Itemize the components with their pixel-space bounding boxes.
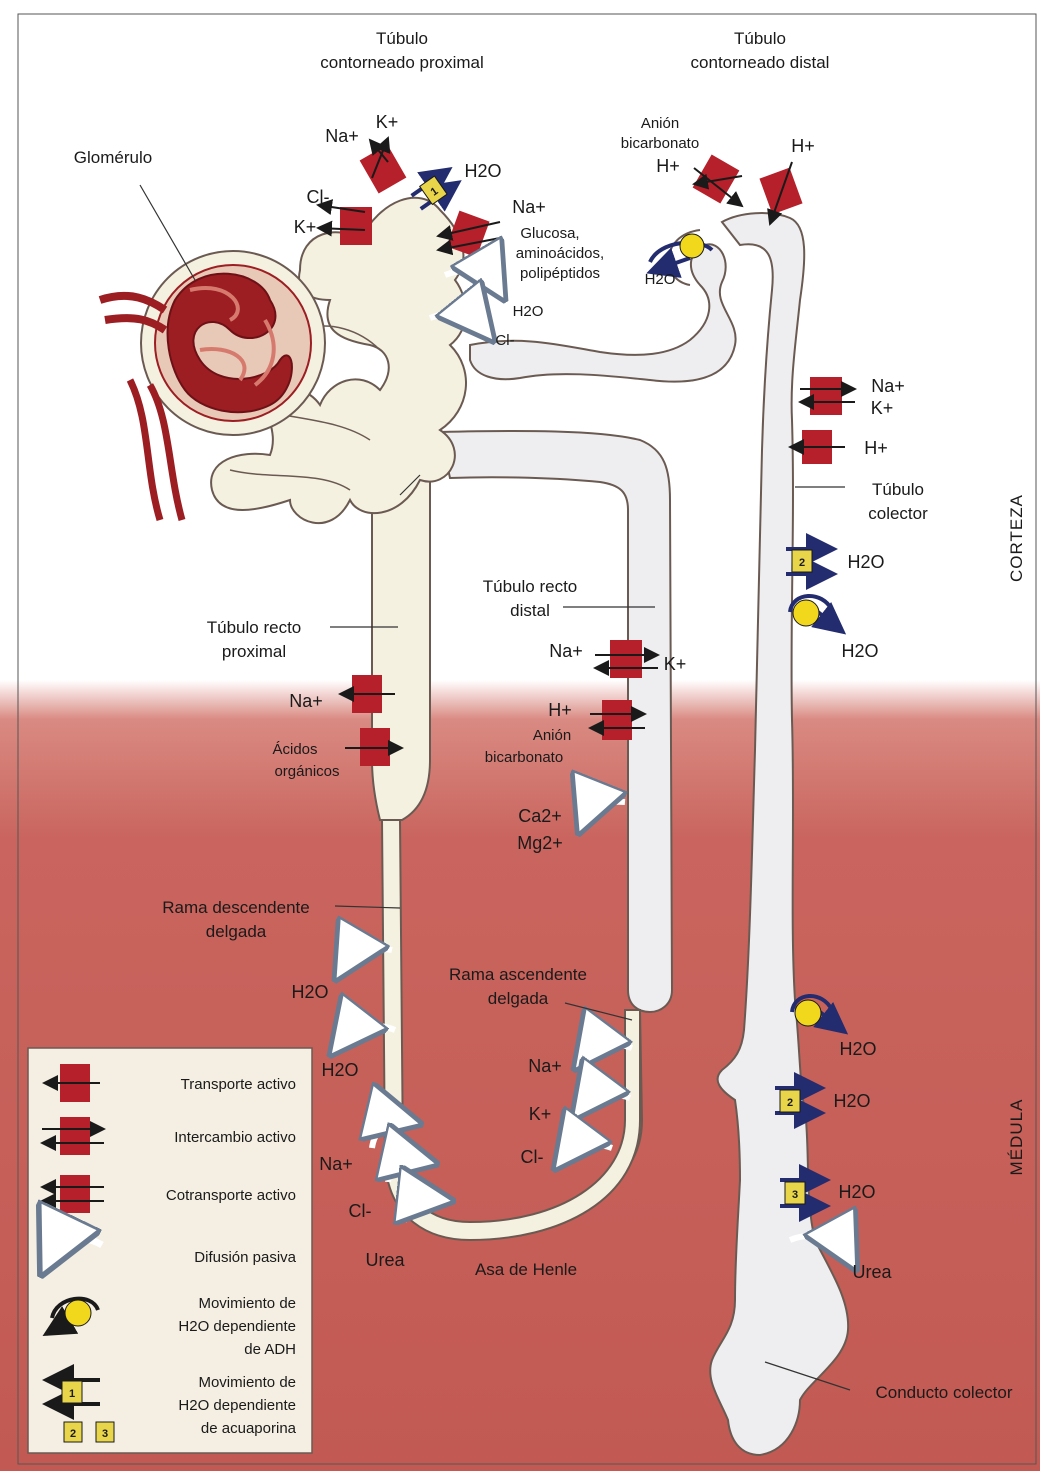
ion-pct-glucosa-2: aminoácidos, — [516, 245, 604, 262]
ion-med-h2o-c: H2O — [838, 1182, 875, 1202]
label-recto-proximal-1: Túbulo recto — [207, 618, 302, 637]
ion-col-na: Na+ — [871, 376, 905, 396]
ion-med-urea: Urea — [852, 1262, 892, 1282]
ion-prox-acidos-2: orgánicos — [274, 763, 339, 780]
ion-desc-h2o-a: H2O — [291, 982, 328, 1002]
legend-label-aqp-1: Movimiento de — [198, 1374, 296, 1391]
label-distal-title-2: contorneado distal — [691, 53, 830, 72]
label-conducto-colector: Conducto colector — [875, 1383, 1012, 1402]
ion-med-h2o-b: H2O — [833, 1091, 870, 1111]
legend-label-cotransporte-activo: Cotransporte activo — [166, 1187, 296, 1204]
ion-pct-cl-b: Cl- — [495, 332, 514, 349]
aquaporin-number-2b: 2 — [787, 1097, 793, 1109]
ion-pct-na2: Na+ — [512, 197, 546, 217]
ion-dct-anion-1: Anión — [641, 115, 679, 132]
ion-desc-h2o-b: H2O — [321, 1060, 358, 1080]
label-rama-desc-1: Rama descendente — [162, 898, 309, 917]
ion-asc-cl: Cl- — [521, 1147, 544, 1167]
ion-med-h2o-a: H2O — [839, 1039, 876, 1059]
ion-pct-glucosa-3: polipéptidos — [520, 265, 600, 282]
label-recto-distal-1: Túbulo recto — [483, 577, 578, 596]
label-rama-asc-2: delgada — [488, 989, 549, 1008]
label-rama-desc-2: delgada — [206, 922, 267, 941]
label-distal-title-1: Túbulo — [734, 29, 786, 48]
transporter-pct-cl-k — [340, 207, 372, 245]
ion-dst-anion-1: Anión — [533, 727, 571, 744]
ion-pct-k2: K+ — [294, 217, 317, 237]
ion-col-h2o-a: H2O — [847, 552, 884, 572]
ion-col-h: H+ — [864, 438, 888, 458]
label-medula: MÉDULA — [1007, 1099, 1026, 1176]
aquaporin-number-3: 3 — [792, 1189, 798, 1201]
label-corteza: CORTEZA — [1007, 494, 1026, 582]
ion-asc-k: K+ — [529, 1104, 552, 1124]
ion-col-h2o-b: H2O — [841, 641, 878, 661]
label-asa-henle: Asa de Henle — [475, 1260, 577, 1279]
legend-aquaporin-number-3: 3 — [102, 1428, 108, 1440]
ion-dct-h2: H+ — [791, 136, 815, 156]
ion-pct-na: Na+ — [325, 126, 359, 146]
transporter-dst-na-k — [610, 640, 642, 678]
ion-dst-na: Na+ — [549, 641, 583, 661]
ion-pct-h2o: H2O — [464, 161, 501, 181]
aquaporin-number-2a: 2 — [799, 557, 805, 569]
legend-label-adh-1: Movimiento de — [198, 1295, 296, 1312]
ion-asc-na: Na+ — [528, 1056, 562, 1076]
label-rama-asc-1: Rama ascendente — [449, 965, 587, 984]
ion-pct-cl: Cl- — [307, 187, 330, 207]
ion-col-k: K+ — [871, 398, 894, 418]
label-recto-distal-2: distal — [510, 601, 550, 620]
ion-dct-h: H+ — [656, 156, 680, 176]
ion-loop-na: Na+ — [319, 1154, 353, 1174]
legend: Transporte activo Intercambio activo Cot… — [28, 1048, 312, 1453]
ion-dst-h: H+ — [548, 700, 572, 720]
legend-aquaporin-number-2: 2 — [70, 1428, 76, 1440]
label-proximal-title-1: Túbulo — [376, 29, 428, 48]
legend-label-aqp-3: de acuaporina — [201, 1420, 297, 1437]
ion-pct-glucosa-1: Glucosa, — [520, 225, 579, 242]
ion-pct-h2o-b: H2O — [513, 303, 544, 320]
ion-dst-anion-2: bicarbonato — [485, 749, 563, 766]
legend-label-transporte-activo: Transporte activo — [181, 1076, 296, 1093]
transporter-dst-h-bicarb — [602, 700, 632, 740]
ion-dst-mg: Mg2+ — [517, 833, 563, 853]
label-proximal-title-2: contorneado proximal — [320, 53, 483, 72]
ion-dst-k: K+ — [664, 654, 687, 674]
legend-label-aqp-2: H2O dependiente — [178, 1397, 296, 1414]
ion-loop-urea: Urea — [365, 1250, 405, 1270]
legend-label-adh-3: de ADH — [244, 1341, 296, 1358]
legend-label-intercambio-activo: Intercambio activo — [174, 1129, 296, 1146]
label-colector-1: Túbulo — [872, 480, 924, 499]
ion-prox-na: Na+ — [289, 691, 323, 711]
ion-loop-cl: Cl- — [349, 1201, 372, 1221]
label-recto-proximal-2: proximal — [222, 642, 286, 661]
legend-label-difusion-pasiva: Difusión pasiva — [194, 1249, 296, 1266]
legend-label-adh-2: H2O dependiente — [178, 1318, 296, 1335]
transporter-col-na-k — [810, 377, 842, 415]
ion-prox-acidos-1: Ácidos — [272, 741, 317, 758]
ion-dst-ca: Ca2+ — [518, 806, 562, 826]
legend-aquaporin-number-1: 1 — [69, 1388, 75, 1400]
ion-dct-anion-2: bicarbonato — [621, 135, 699, 152]
ion-dct-h2o: H2O — [645, 271, 676, 288]
label-colector-2: colector — [868, 504, 928, 523]
ion-pct-k: K+ — [376, 112, 399, 132]
label-glomerulo: Glomérulo — [74, 148, 152, 167]
